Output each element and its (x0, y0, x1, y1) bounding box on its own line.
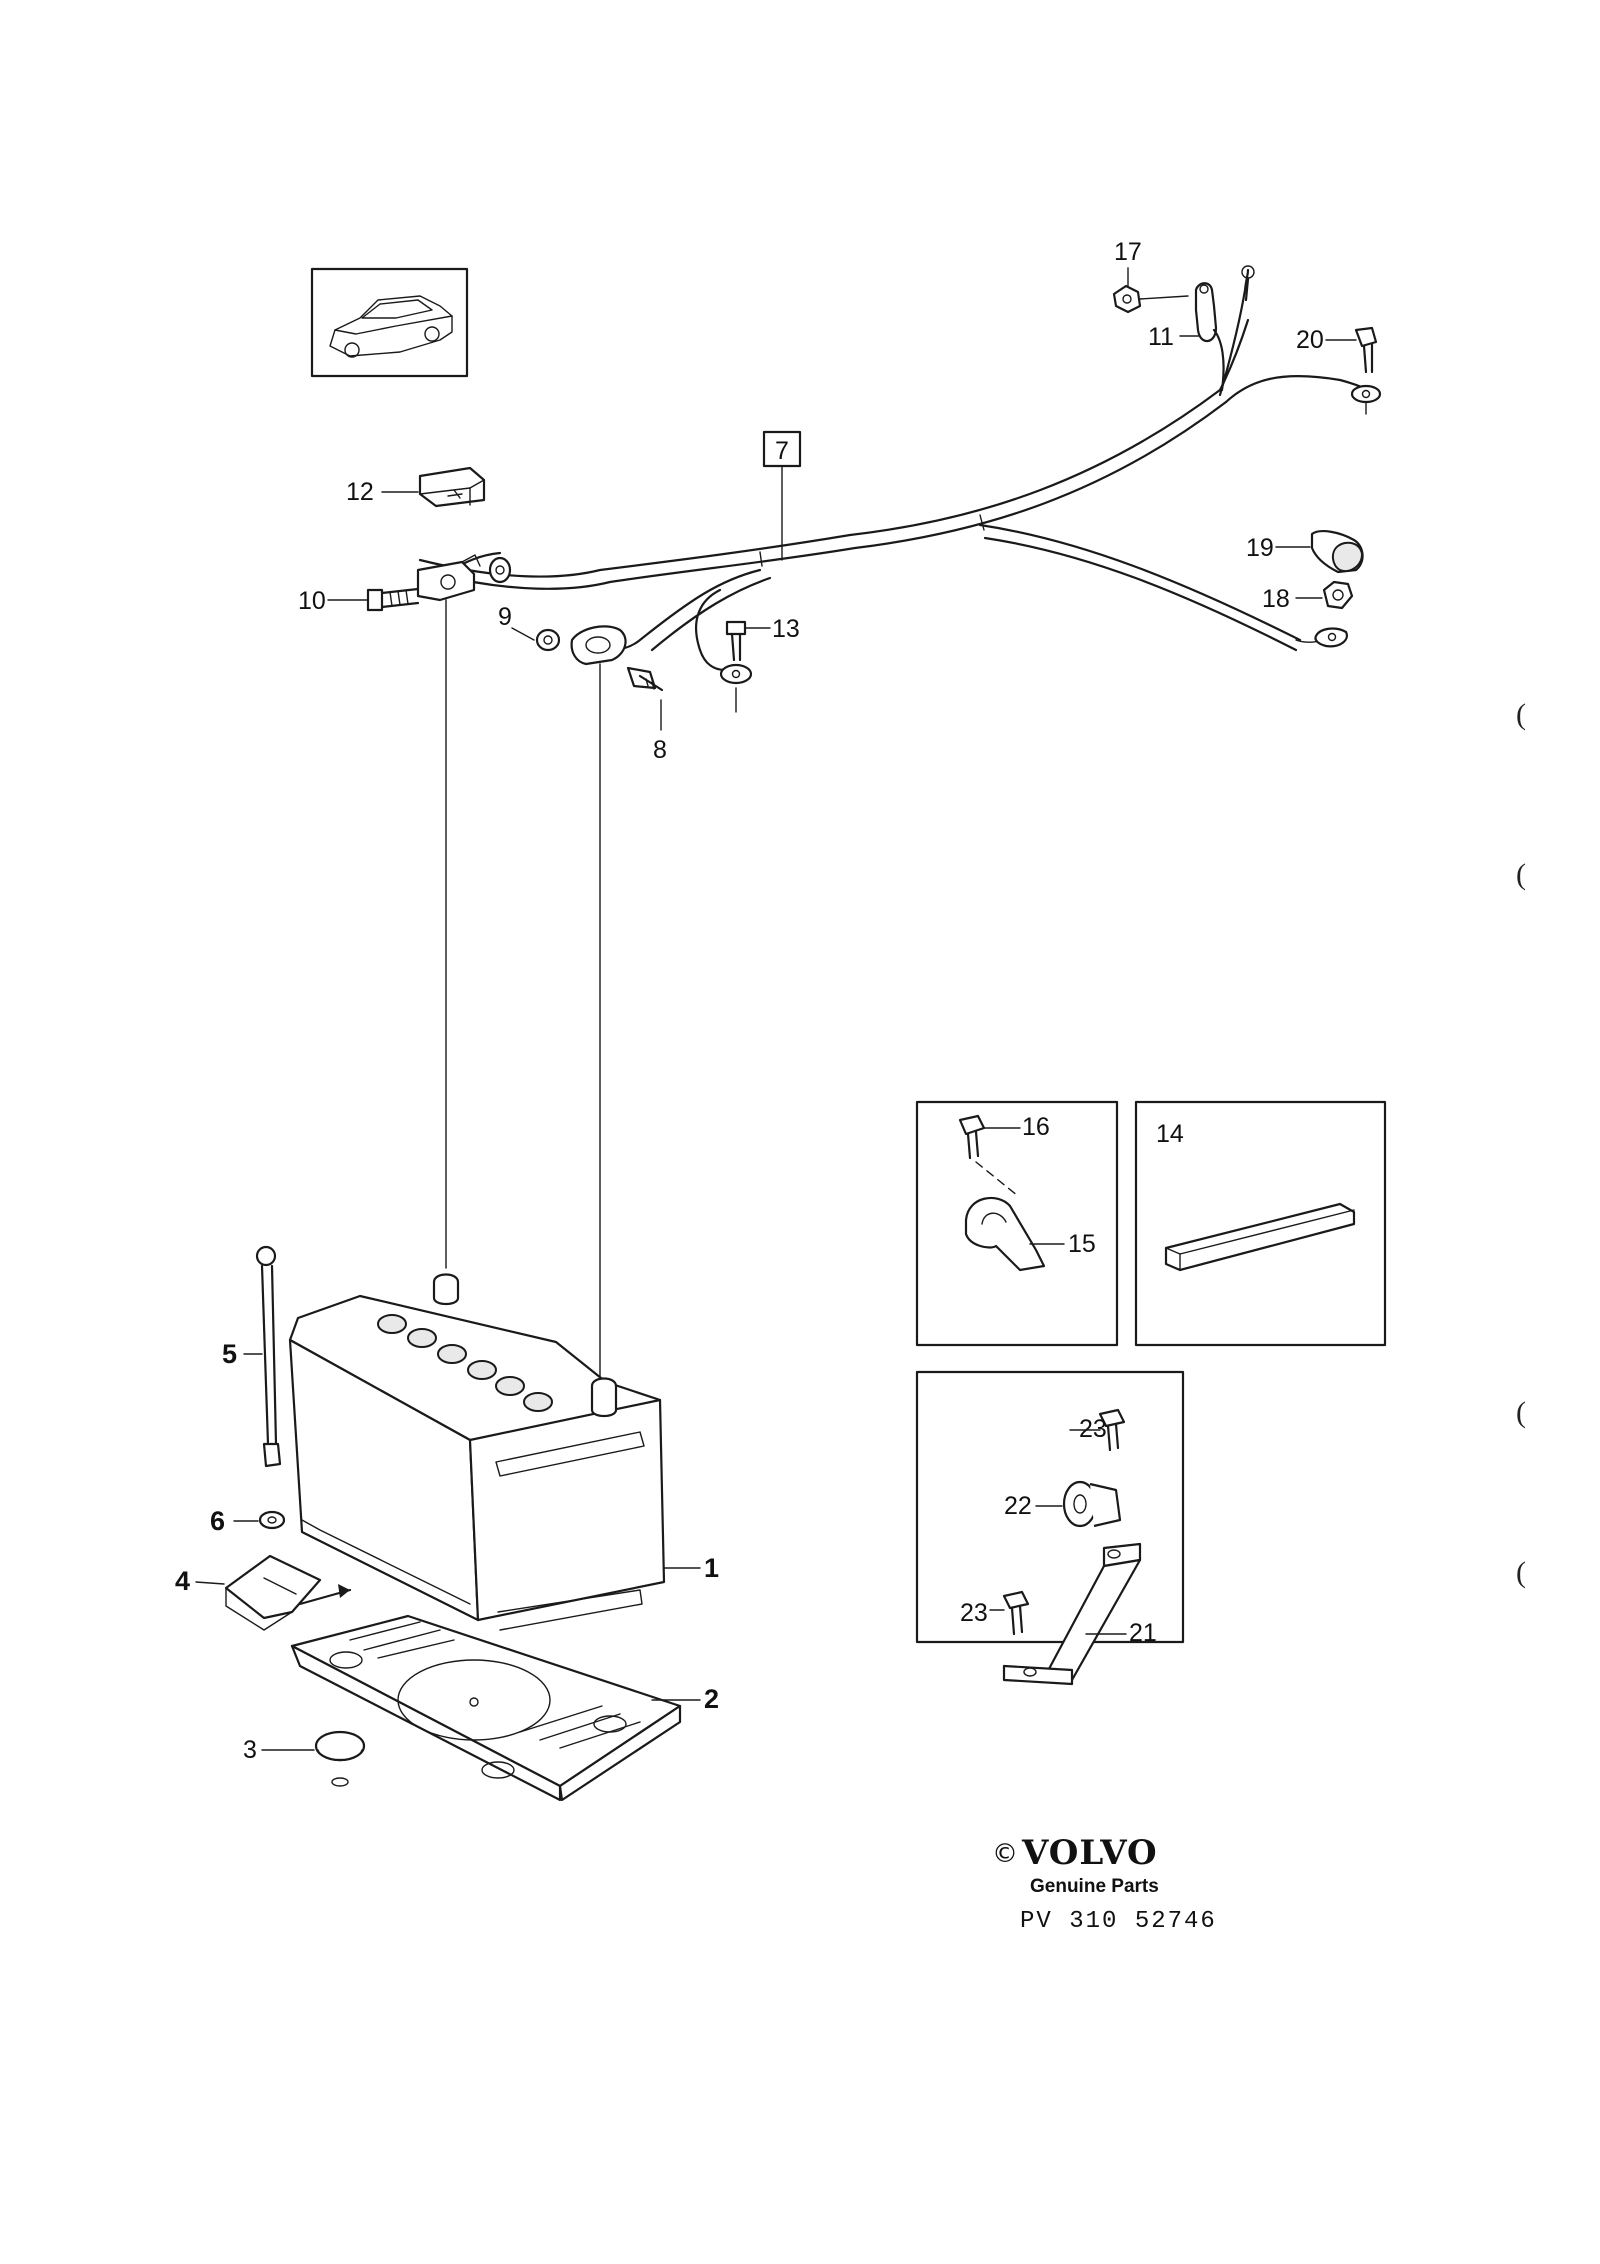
callout-18: 18 (1262, 585, 1290, 613)
callout-9: 9 (498, 603, 512, 631)
wiring-harness (418, 268, 1374, 672)
part-13-bolt: 13 (719, 615, 800, 713)
callout-7: 7 (775, 437, 789, 465)
inset-edge-strip: 14 (1134, 1100, 1387, 1347)
part-8-terminal: 8 (570, 625, 667, 764)
callout-17: 17 (1114, 238, 1142, 266)
callout-5: 5 (222, 1339, 237, 1369)
part-9-nut: 9 (488, 556, 561, 652)
volvo-logo: © VOLVO Genuine Parts PV 310 52746 (992, 1833, 1217, 1935)
copyright-symbol: © (992, 1839, 1018, 1869)
callout-19: 19 (1246, 534, 1274, 562)
battery-icon: 1 (288, 1273, 719, 1631)
car-thumbnail-icon (310, 267, 469, 378)
inset-clip-detail: 16 15 (915, 1100, 1119, 1347)
callout-16: 16 (1022, 1113, 1050, 1141)
callout-3: 3 (243, 1736, 257, 1764)
callout-12: 12 (346, 478, 374, 506)
part-12-clip: 12 (346, 466, 486, 508)
part-3-plug: 3 (243, 1730, 366, 1787)
callout-8: 8 (653, 736, 667, 764)
callout-23-lower: 23 (960, 1599, 988, 1627)
terminal-bracket (416, 554, 481, 602)
callout-2: 2 (704, 1684, 719, 1714)
callout-13: 13 (772, 615, 800, 643)
part-20-screw: 20 (1296, 326, 1382, 415)
callout-14: 14 (1156, 1120, 1184, 1148)
part-18-nut: 18 (1262, 580, 1354, 648)
part-6-washer: 6 (210, 1506, 286, 1536)
part-17-nut: 17 (1112, 238, 1189, 314)
callout-21: 21 (1129, 1619, 1157, 1647)
callout-22: 22 (1004, 1492, 1032, 1520)
callout-15: 15 (1068, 1230, 1096, 1258)
part-4-clamp: 4 (175, 1554, 352, 1631)
inset-bracket-detail: 23 22 21 23 (915, 1370, 1185, 1686)
callout-11: 11 (1148, 323, 1174, 351)
margin-mark: ( (1516, 1556, 1526, 1589)
margin-mark: ( (1516, 698, 1526, 731)
part-11-terminal: 11 (1148, 265, 1255, 392)
margin-mark: ( (1516, 858, 1526, 891)
part-19-cap: 19 (1246, 530, 1364, 574)
callout-23-upper: 23 (1079, 1415, 1107, 1443)
callout-6: 6 (210, 1506, 225, 1536)
part-5-hold-down-rod: 5 (222, 1245, 282, 1468)
callout-4: 4 (175, 1566, 190, 1596)
part-reference: PV 310 52746 (1020, 1908, 1217, 1935)
brand-wordmark: VOLVO (1021, 1833, 1158, 1873)
margin-marks: ( ( ( ( (1516, 698, 1526, 1589)
margin-mark: ( (1516, 1396, 1526, 1429)
callout-7-box: 7 (762, 430, 802, 561)
part-10-bolt: 10 (298, 587, 420, 615)
callout-20: 20 (1296, 326, 1324, 354)
genuine-parts-tagline: Genuine Parts (1030, 1876, 1159, 1897)
callout-10: 10 (298, 587, 326, 615)
battery-tray-icon: 2 (290, 1614, 719, 1802)
callout-1: 1 (704, 1553, 719, 1583)
